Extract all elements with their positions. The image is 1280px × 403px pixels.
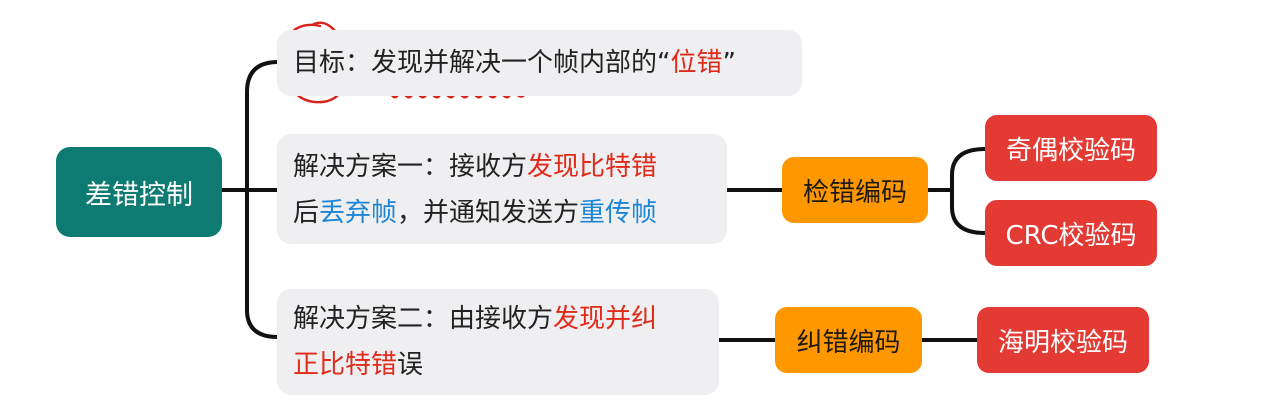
- goal-highlight-bit-error: 位错: [670, 48, 723, 78]
- goal-colon: ：: [345, 48, 372, 78]
- detect-coding-label: 检错编码: [802, 177, 907, 208]
- solution-two-text: 解决方案二：由接收方: [293, 304, 554, 334]
- solution-two-highlight-1: 发现并纠: [553, 304, 658, 334]
- solution-two-line-2: 正比特错误: [293, 342, 703, 388]
- crc-check-label: CRC校验码: [1005, 220, 1137, 251]
- correct-coding-label: 纠错编码: [796, 327, 901, 358]
- parity-check-node[interactable]: 奇偶校验码: [985, 115, 1157, 181]
- solution-two-highlight-2: 正比特错: [293, 350, 398, 380]
- root-label: 差错控制: [85, 179, 193, 211]
- goal-text: 发现并解决一个帧内部的: [371, 48, 658, 78]
- solution-one-text: 解决方案一：接收方: [293, 152, 528, 182]
- crc-check-node[interactable]: CRC校验码: [985, 200, 1157, 266]
- parity-check-label: 奇偶校验码: [1005, 135, 1136, 166]
- solution-two-panel[interactable]: 解决方案二：由接收方发现并纠 正比特错误: [277, 289, 719, 395]
- goal-quote-open: “: [657, 48, 671, 78]
- solution-one-text-2: 后: [293, 198, 320, 228]
- goal-prefix: 目标: [293, 48, 346, 78]
- solution-one-highlight-discard: 丢弃帧: [319, 198, 398, 228]
- solution-two-text-2: 误: [397, 350, 424, 380]
- goal-panel[interactable]: 目标：发现并解决一个帧内部的“位错”: [277, 30, 802, 96]
- solution-two-line-1: 解决方案二：由接收方发现并纠: [293, 296, 703, 342]
- solution-one-highlight-detect: 发现比特错: [527, 152, 658, 182]
- solution-one-text-3: ，并通知发送方: [397, 198, 580, 228]
- solution-one-highlight-retransmit: 重传帧: [579, 198, 658, 228]
- detect-coding-node[interactable]: 检错编码: [782, 157, 928, 223]
- solution-one-line-2: 后丢弃帧，并通知发送方重传帧: [293, 190, 711, 236]
- correct-coding-node[interactable]: 纠错编码: [775, 307, 922, 373]
- solution-one-panel[interactable]: 解决方案一：接收方发现比特错 后丢弃帧，并通知发送方重传帧: [277, 134, 727, 244]
- goal-quote-close: ”: [722, 48, 737, 78]
- hamming-code-label: 海明校验码: [997, 327, 1128, 358]
- hamming-code-node[interactable]: 海明校验码: [977, 307, 1149, 373]
- solution-one-line-1: 解决方案一：接收方发现比特错: [293, 144, 711, 190]
- root-node-error-control[interactable]: 差错控制: [56, 147, 222, 237]
